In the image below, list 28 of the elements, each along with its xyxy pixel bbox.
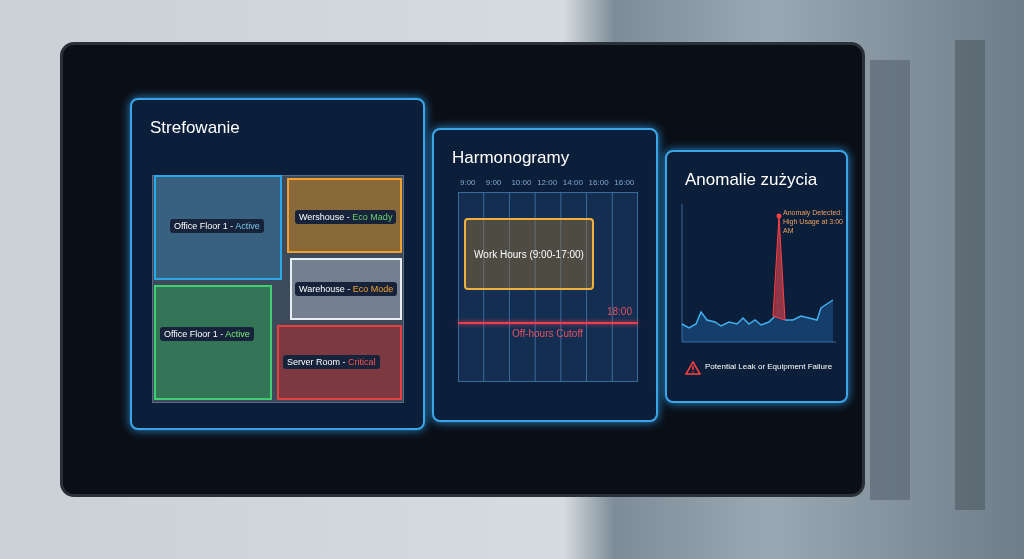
warning-message: Potential Leak or Equipment Failure: [705, 362, 833, 371]
server-room-zone: [277, 325, 402, 400]
zone-label: Wershouse - Eco Mady: [295, 210, 397, 224]
zone-label: Warehouse - Eco Mode: [295, 282, 398, 296]
zoning-panel: [130, 98, 425, 430]
zone-label: Office Floor 1 - Active: [160, 327, 254, 341]
panel-title: Anomalie zużycia: [685, 170, 818, 190]
time-tick-label: 10:00: [511, 178, 532, 187]
office-zone: [154, 175, 282, 280]
anomaly-panel: [665, 150, 848, 403]
time-tick-label: 16:00: [614, 178, 635, 187]
time-tick-label: 16:00: [588, 178, 609, 187]
time-tick-label: 9:00: [485, 178, 502, 187]
cutoff-label: Off-hours Cutoff: [512, 328, 583, 339]
panel-title: Strefowanie: [150, 118, 240, 138]
warehouse-zone: [287, 178, 402, 253]
schedule-panel: [432, 128, 658, 422]
zone-label: Server Room - Critical: [283, 355, 380, 369]
block-label: Work Hours (9:00-17:00): [474, 248, 584, 260]
zone-label: Office Floor 1 - Active: [170, 219, 264, 233]
office-zone: [154, 285, 272, 400]
time-tick-label: 14:00: [562, 178, 583, 187]
cutoff-time-label: 18:00: [606, 306, 632, 317]
panel-title: Harmonogramy: [452, 148, 570, 168]
time-tick-label: 12:00: [537, 178, 558, 187]
work-hours-block: [464, 218, 594, 290]
time-tick-label: 9:00: [460, 178, 476, 187]
warehouse-zone: [290, 258, 402, 320]
